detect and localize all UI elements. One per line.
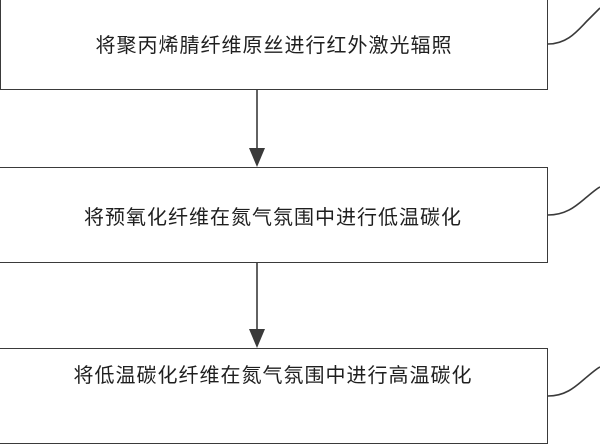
step-box-1: 将聚丙烯腈纤维原丝进行红外激光辐照 [0, 0, 548, 90]
step-box-3: 将低温碳化纤维在氮气氛围中进行高温碳化 [0, 348, 548, 444]
callout-curve-step1 [547, 7, 600, 45]
callout-curve-step3 [547, 366, 600, 397]
callout-curve-step2 [547, 186, 600, 216]
step-label-2: 将预氧化纤维在氮气氛围中进行低温碳化 [84, 204, 462, 229]
step-label-1: 将聚丙烯腈纤维原丝进行红外激光辐照 [95, 32, 453, 57]
step-label-3: 将低温碳化纤维在氮气氛围中进行高温碳化 [73, 362, 473, 387]
arrowhead-step1-to-step2 [249, 148, 265, 167]
step-box-2: 将预氧化纤维在氮气氛围中进行低温碳化 [0, 167, 548, 263]
arrowhead-step2-to-step3 [249, 329, 265, 348]
